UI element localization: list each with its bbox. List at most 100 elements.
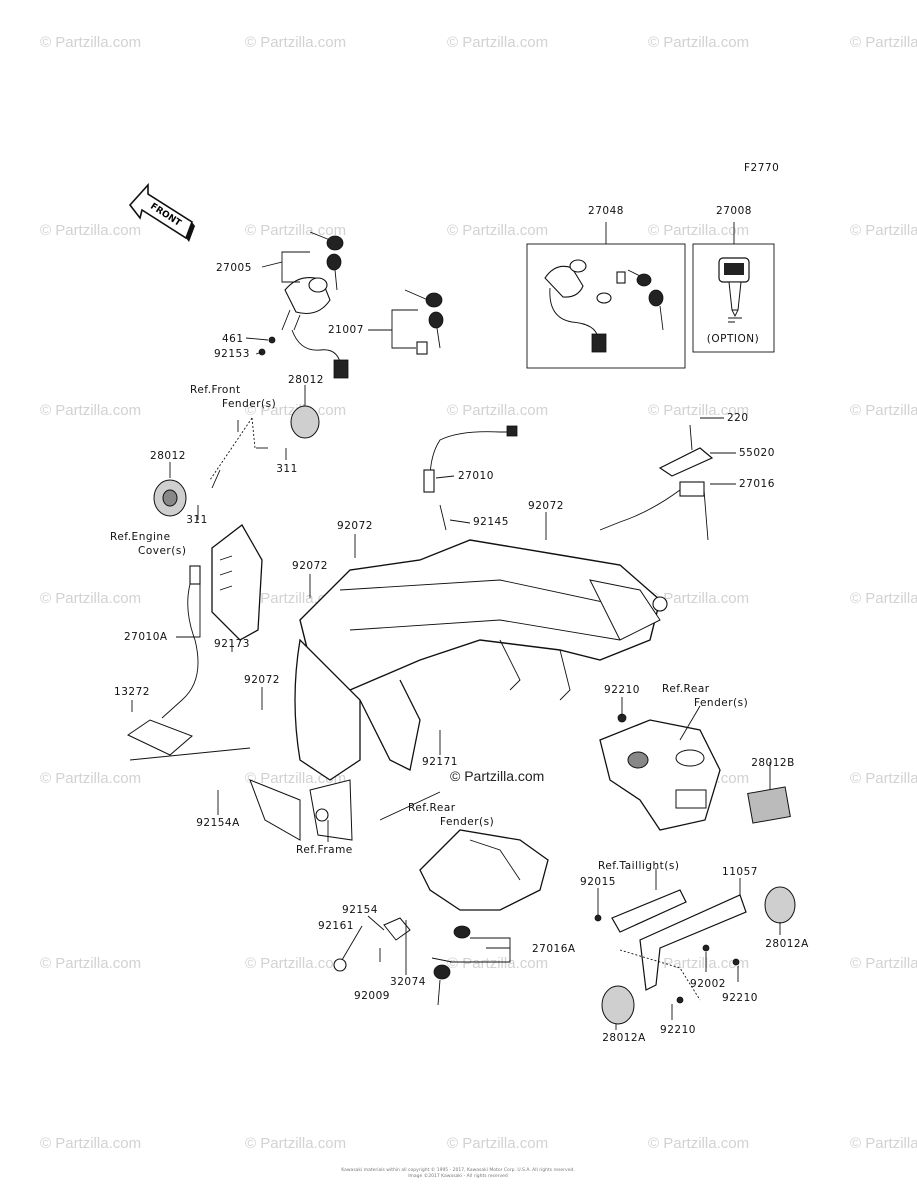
part-label[interactable]: 92173 [214,638,250,650]
watermark: © Partzilla.com [447,1135,549,1152]
copyright-line: Image ©2017 Kawasaki - All rights reserv… [408,1174,508,1179]
copyright-line: Kawasaki materials within all copyright … [341,1168,575,1173]
ignition-switch-kit-icon [544,259,664,353]
part-label[interactable]: 27048 [588,205,624,217]
part-label[interactable]: 28012 [150,450,186,462]
watermark: © Partzilla.com [850,1135,917,1152]
watermark: © Partzilla.com [40,1135,142,1152]
part-label[interactable]: 92153 [214,348,250,360]
watermark: © Partzilla.com [245,955,347,972]
ref-label: Fender(s) [694,697,749,709]
part-label[interactable]: 92015 [580,876,616,888]
center-watermark: © Partzilla.com [450,768,545,784]
ignition-switch-icon [281,231,349,379]
watermark: © Partzilla.com [850,402,917,419]
option-label: (OPTION) [706,333,760,345]
taillight-bracket-icon [594,713,796,1025]
part-label[interactable]: 13272 [114,686,150,698]
part-label[interactable]: 92072 [244,674,280,686]
watermark: © Partzilla.com [648,1135,750,1152]
ref-label: Fender(s) [222,398,277,410]
part-label[interactable]: 27016 [739,478,775,490]
watermark: © Partzilla.com [648,955,750,972]
watermark: © Partzilla.com [850,955,917,972]
part-label[interactable]: 92072 [292,560,328,572]
part-label[interactable]: 92154A [196,817,240,829]
watermark: © Partzilla.com [245,34,347,51]
part-label[interactable]: 27010 [458,470,494,482]
part-label[interactable]: 220 [727,412,749,424]
watermark: © Partzilla.com [447,955,549,972]
ref-label: Ref.Frame [296,844,353,856]
watermark: © Partzilla.com [40,222,142,239]
part-label[interactable]: 28012 [288,374,324,386]
part-label[interactable]: 28012A [765,938,809,950]
lower-fender-icon [419,829,549,911]
part-label[interactable]: 92171 [422,756,458,768]
front-arrow-icon: FRONT [128,182,195,242]
watermark: © Partzilla.com [447,222,549,239]
part-label[interactable]: 92210 [660,1024,696,1036]
part-label[interactable]: 92072 [337,520,373,532]
watermark: © Partzilla.com [648,222,750,239]
sensor-cable-icon [423,425,518,531]
part-label[interactable]: 27016A [532,943,576,955]
watermark: © Partzilla.com [648,34,750,51]
part-label[interactable]: 21007 [328,324,364,336]
watermark: © Partzilla.com [850,222,917,239]
watermark: © Partzilla.com [40,34,142,51]
part-label[interactable]: 27010A [124,631,168,643]
lock-cylinder-icon [333,917,471,1006]
part-label[interactable]: 92210 [604,684,640,696]
watermark: © Partzilla.com [40,590,142,607]
part-label[interactable]: 55020 [739,447,775,459]
watermark: © Partzilla.com [850,34,917,51]
part-label[interactable]: 92002 [690,978,726,990]
part-label[interactable]: 32074 [390,976,426,988]
ref-label: Ref.Rear [662,683,710,695]
part-label[interactable]: 92145 [473,516,509,528]
key-blank-icon [718,257,750,323]
key-set-icon [404,289,444,355]
part-label[interactable]: 461 [222,333,244,345]
watermark: © Partzilla.com [40,955,142,972]
part-label[interactable]: 27005 [216,262,252,274]
engine-cover-icon [126,524,263,756]
watermark: © Partzilla.com [245,222,347,239]
watermark: © Partzilla.com [40,770,142,787]
frame-icon [249,539,668,841]
part-label[interactable]: 28012A [602,1032,646,1044]
watermark: © Partzilla.com [447,402,549,419]
watermark: © Partzilla.com [648,590,750,607]
leader-lines [129,251,781,1030]
ref-label: Fender(s) [440,816,495,828]
ref-label: Ref.Engine [110,531,171,543]
part-label[interactable]: 311 [186,514,208,526]
part-label[interactable]: 92154 [342,904,378,916]
ref-label: Ref.Rear [408,802,456,814]
rear-fender-icon [599,719,791,831]
ref-label: Ref.Taillight(s) [598,860,680,872]
seat-lock-icon [599,424,714,531]
watermark: © Partzilla.com [245,1135,347,1152]
part-label[interactable]: 28012B [751,757,795,769]
watermark: © Partzilla.com [648,402,750,419]
watermark: © Partzilla.com [447,34,549,51]
part-label[interactable]: 92009 [354,990,390,1002]
part-label[interactable]: 92210 [722,992,758,1004]
watermark: © Partzilla.com [850,590,917,607]
watermark: © Partzilla.com [850,770,917,787]
part-label[interactable]: 11057 [722,866,758,878]
grommet-icon [290,405,320,439]
part-label[interactable]: 92161 [318,920,354,932]
kit-box-27008 [692,243,775,353]
ref-label: Cover(s) [138,545,187,557]
ref-label: Ref.Front [190,384,241,396]
figure-code: F2770 [744,162,780,174]
watermark: © Partzilla.com [40,402,142,419]
part-label[interactable]: 27008 [716,205,752,217]
part-label[interactable]: 92072 [528,500,564,512]
part-label[interactable]: 311 [276,463,298,475]
